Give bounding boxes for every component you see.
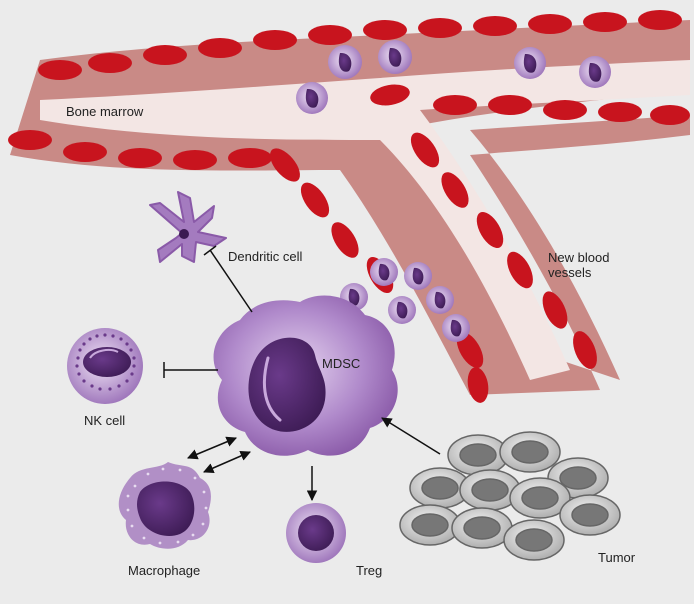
macrophage-cell	[118, 462, 211, 549]
dendritic-inhibition-bar	[203, 245, 217, 256]
label-dendritic-cell: Dendritic cell	[228, 249, 303, 264]
circulating-mdscs	[296, 40, 611, 114]
label-nk-cell: NK cell	[84, 413, 126, 428]
mdsc-macrophage-upper-arrow	[187, 436, 237, 460]
dendritic-cell	[149, 191, 227, 263]
nk-cell	[67, 328, 143, 404]
label-bone-marrow: Bone marrow	[66, 104, 144, 119]
relationship-arrows	[163, 245, 441, 502]
tumor-cells	[399, 431, 621, 561]
red-blood-cells	[8, 10, 690, 403]
mdsc-cell	[213, 295, 398, 456]
vessel-lumen	[40, 60, 690, 380]
blood-vessels	[10, 20, 690, 395]
label-mdsc: MDSC	[322, 356, 361, 371]
label-new-blood-vessels: New blood vessels	[548, 250, 610, 280]
mdsc-inhibits-dendritic-line	[209, 249, 253, 313]
label-macrophage: Macrophage	[128, 563, 201, 578]
label-treg: Treg	[356, 563, 383, 578]
mdsc-macrophage-lower-arrow	[203, 450, 251, 474]
treg-cell	[286, 503, 346, 563]
extravasating-mdscs	[340, 258, 470, 342]
label-tumor: Tumor	[598, 550, 636, 565]
tumor-to-mdsc-arrow	[381, 417, 441, 455]
